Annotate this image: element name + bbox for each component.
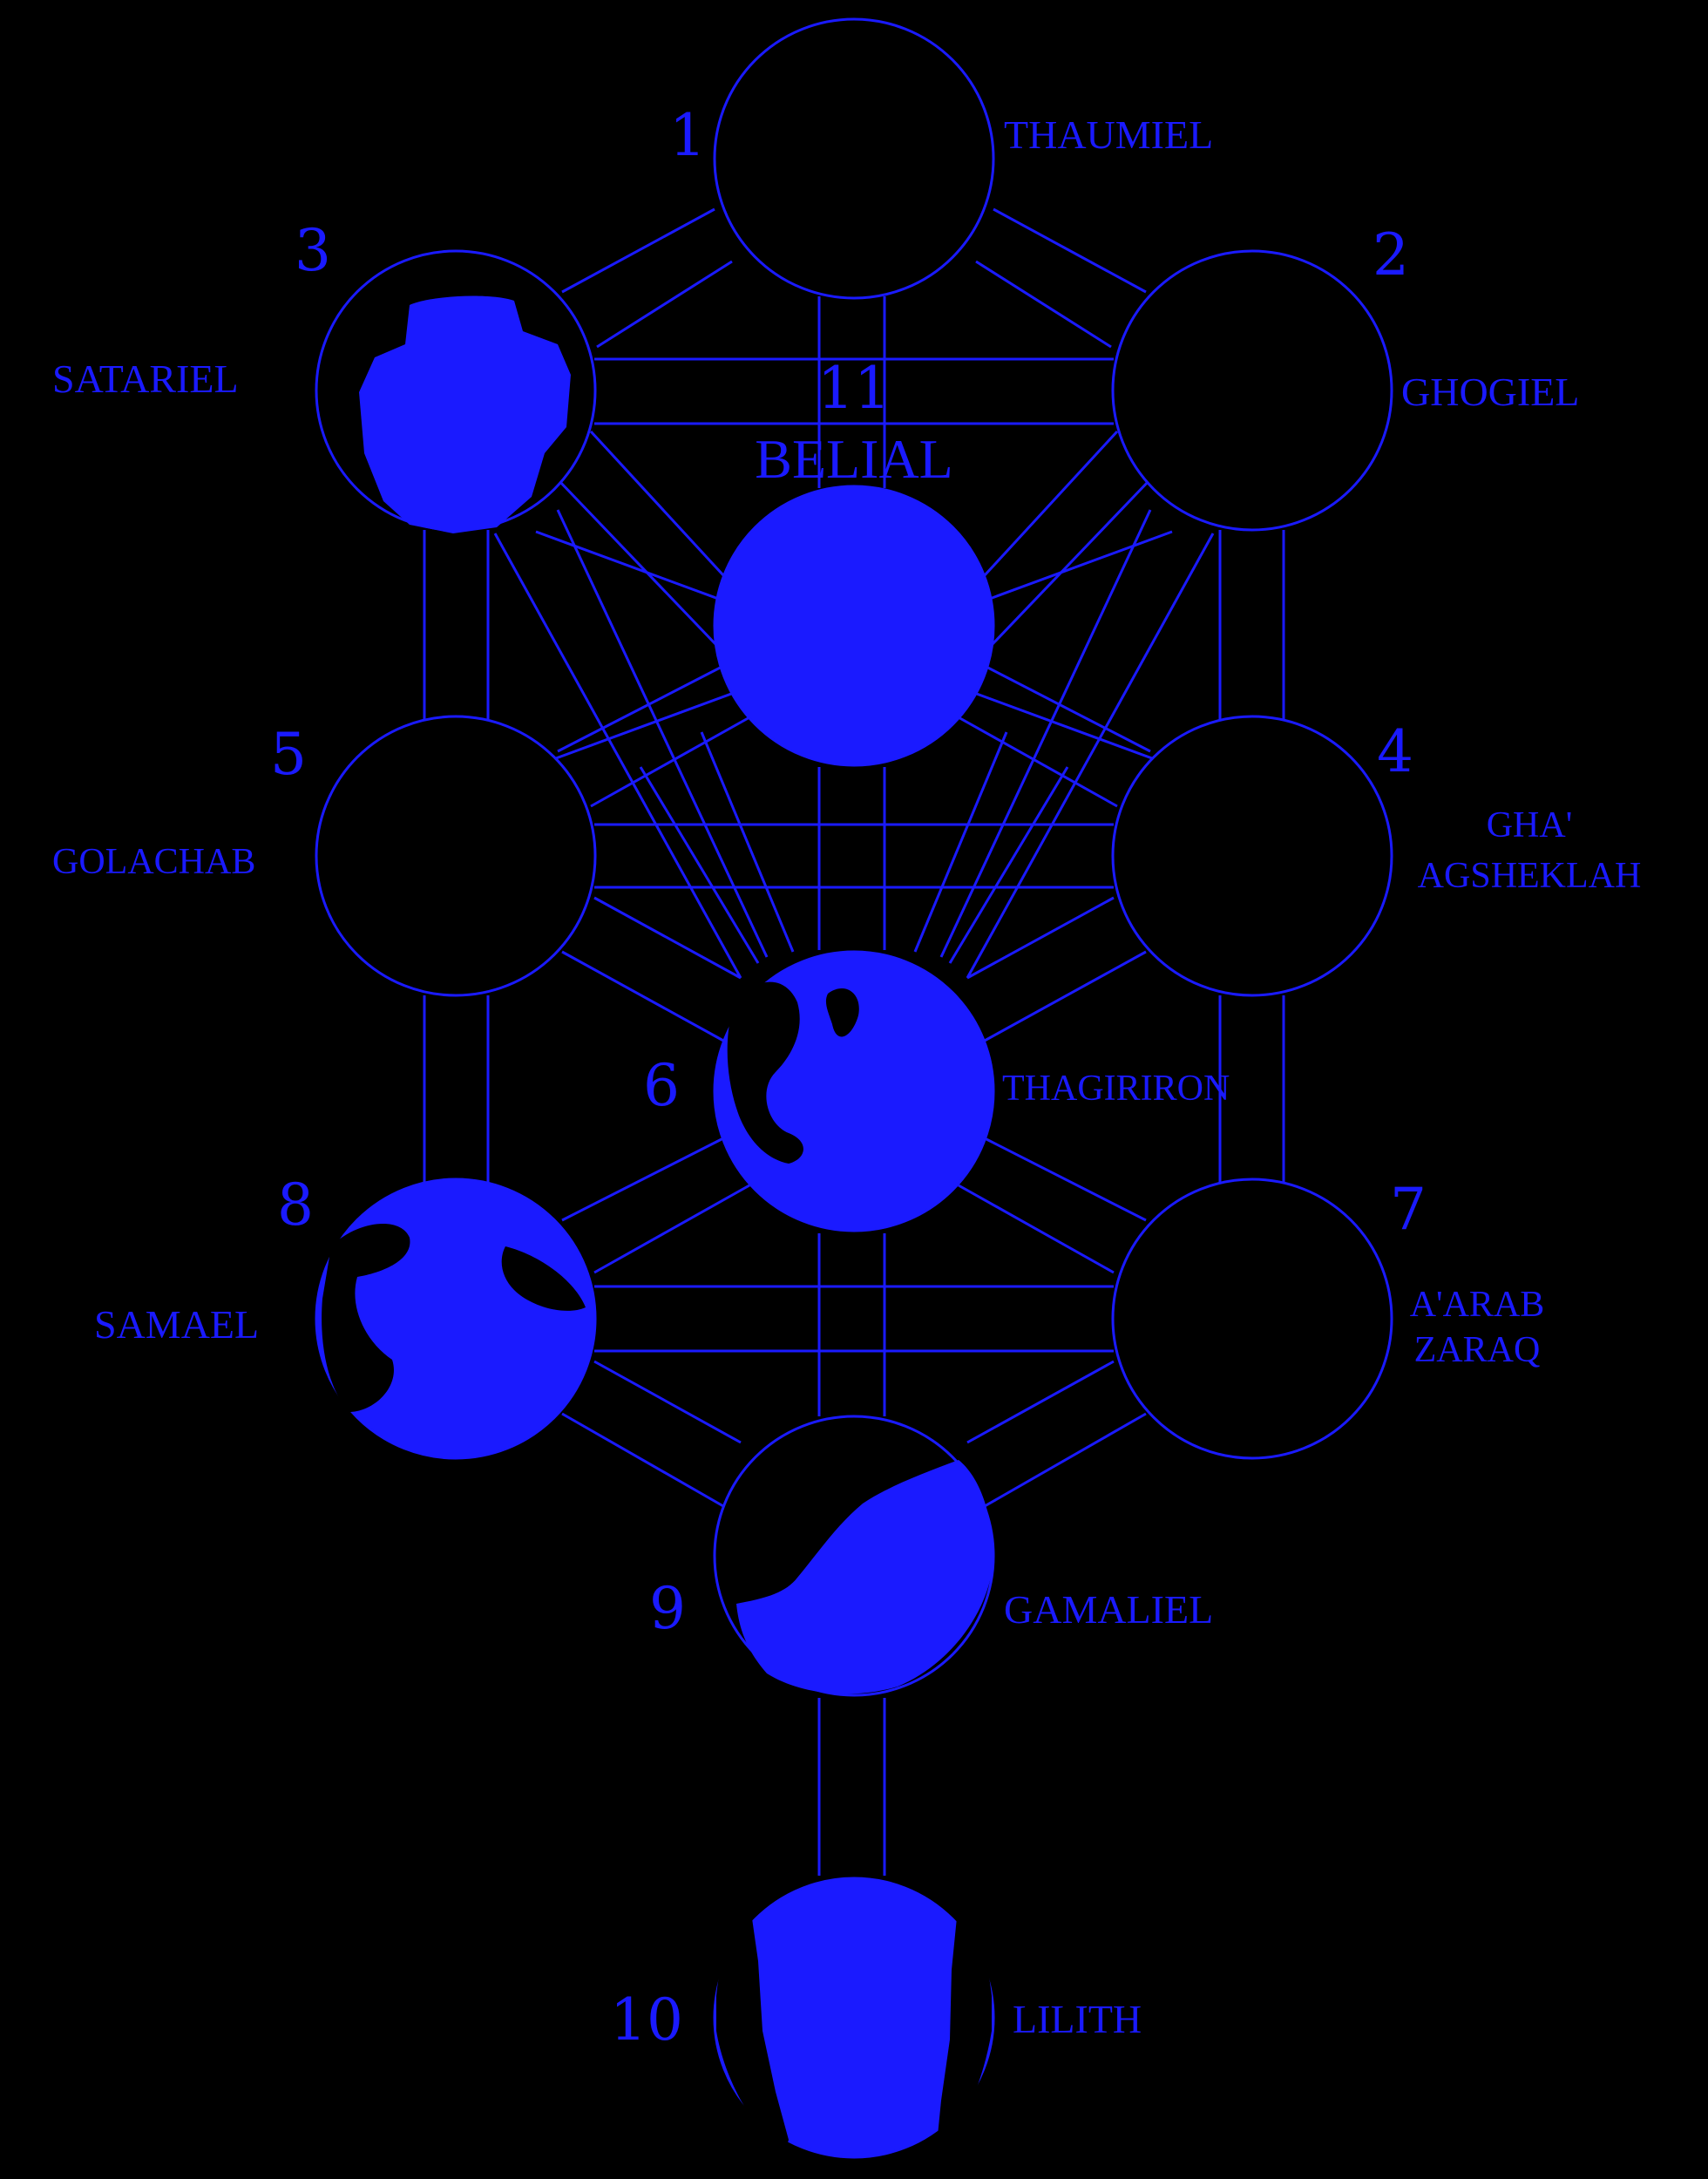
path-1-3 — [596, 260, 733, 349]
path-7-9 — [966, 1360, 1115, 1444]
node-5-number: 5 — [270, 721, 307, 788]
path-6-7 — [958, 1184, 1115, 1274]
path-3-6 — [556, 509, 769, 958]
path-6-8 — [593, 1184, 750, 1274]
path-5-9 — [700, 731, 795, 953]
sphere-2[interactable] — [1111, 249, 1393, 532]
sphere-7[interactable] — [1111, 1178, 1393, 1460]
node-11-name: BELIAL — [755, 428, 953, 490]
node-7-name-line2: ZARAQ — [1414, 1330, 1541, 1370]
path-4-9 — [913, 731, 1008, 953]
node-4-name-line1: GHA' — [1487, 805, 1573, 845]
path-1-3 — [561, 207, 715, 294]
node-2-name: GHOGIEL — [1401, 370, 1579, 414]
path-2-6 — [966, 533, 1215, 979]
path-11-4 — [977, 661, 1151, 753]
spheres-group — [315, 17, 1393, 2159]
path-4-9 — [948, 766, 1069, 964]
node-1-number: 1 — [669, 102, 706, 169]
node-8-number: 8 — [277, 1171, 314, 1239]
path-1-2 — [993, 207, 1147, 294]
node-7-number: 7 — [1390, 1176, 1427, 1243]
sphere-3-silhouette — [359, 295, 571, 533]
node-10-name: LILITH — [1013, 1997, 1142, 2041]
path-11-5 — [590, 715, 752, 808]
node-9-number: 9 — [649, 1575, 686, 1642]
path-6-8 — [561, 1136, 726, 1222]
sphere-4[interactable] — [1111, 715, 1393, 997]
path-8-9 — [593, 1360, 742, 1444]
path-11-5 — [557, 661, 731, 753]
path-7-9 — [984, 1412, 1147, 1508]
path-4-6 — [966, 896, 1115, 980]
sphere-8-shadow-left — [322, 1223, 410, 1412]
node-6-name: THAGIRIRON — [1002, 1069, 1230, 1109]
path-5-9 — [639, 766, 760, 964]
path-3-11 — [556, 478, 718, 647]
sphere-11[interactable] — [713, 485, 995, 767]
labels-group: 1 THAUMIEL 2 GHOGIEL 3 SATARIEL 4 GHA' A… — [52, 102, 1641, 2053]
node-4-number: 4 — [1377, 718, 1413, 785]
path-5-6 — [593, 896, 742, 980]
node-6-number: 6 — [643, 1052, 680, 1119]
node-7-name-line1: A'ARAB — [1410, 1285, 1545, 1325]
node-8-name: SAMAEL — [94, 1302, 259, 1347]
node-10-number: 10 — [610, 1986, 683, 2053]
sphere-1[interactable] — [713, 17, 995, 300]
sphere-10-shadow-left — [716, 1900, 789, 2153]
path-11-4 — [956, 715, 1118, 808]
path-2-11 — [990, 478, 1152, 647]
sphere-5[interactable] — [315, 715, 597, 997]
sphere-6-shadow-left — [727, 981, 803, 1164]
path-2-11 — [983, 430, 1119, 577]
node-1-name: THAUMIEL — [1004, 112, 1213, 157]
path-1-2 — [975, 260, 1112, 349]
sphere-10-shadow-right — [937, 1900, 992, 2148]
node-3-name: SATARIEL — [52, 356, 239, 401]
path-5-6 — [561, 950, 726, 1043]
node-11-number: 11 — [817, 355, 891, 422]
node-3-number: 3 — [295, 217, 331, 284]
path-4-6 — [982, 950, 1147, 1043]
path-3-6 — [493, 533, 742, 979]
sphere-9-silhouette — [736, 1460, 993, 1694]
node-9-name: GAMALIEL — [1004, 1587, 1213, 1632]
node-5-name: GOLACHAB — [52, 842, 255, 882]
sphere-8-shadow-right — [501, 1246, 586, 1311]
path-2-6 — [939, 509, 1152, 958]
path-8-9 — [561, 1412, 724, 1508]
sphere-10[interactable] — [713, 1877, 995, 2159]
sphere-6-shadow-right — [825, 988, 859, 1037]
node-4-name-line2: AGSHEKLAH — [1418, 856, 1642, 896]
node-2-number: 2 — [1372, 221, 1409, 288]
path-6-7 — [982, 1136, 1147, 1222]
path-3-11 — [589, 430, 725, 577]
paths-group — [423, 207, 1285, 1876]
